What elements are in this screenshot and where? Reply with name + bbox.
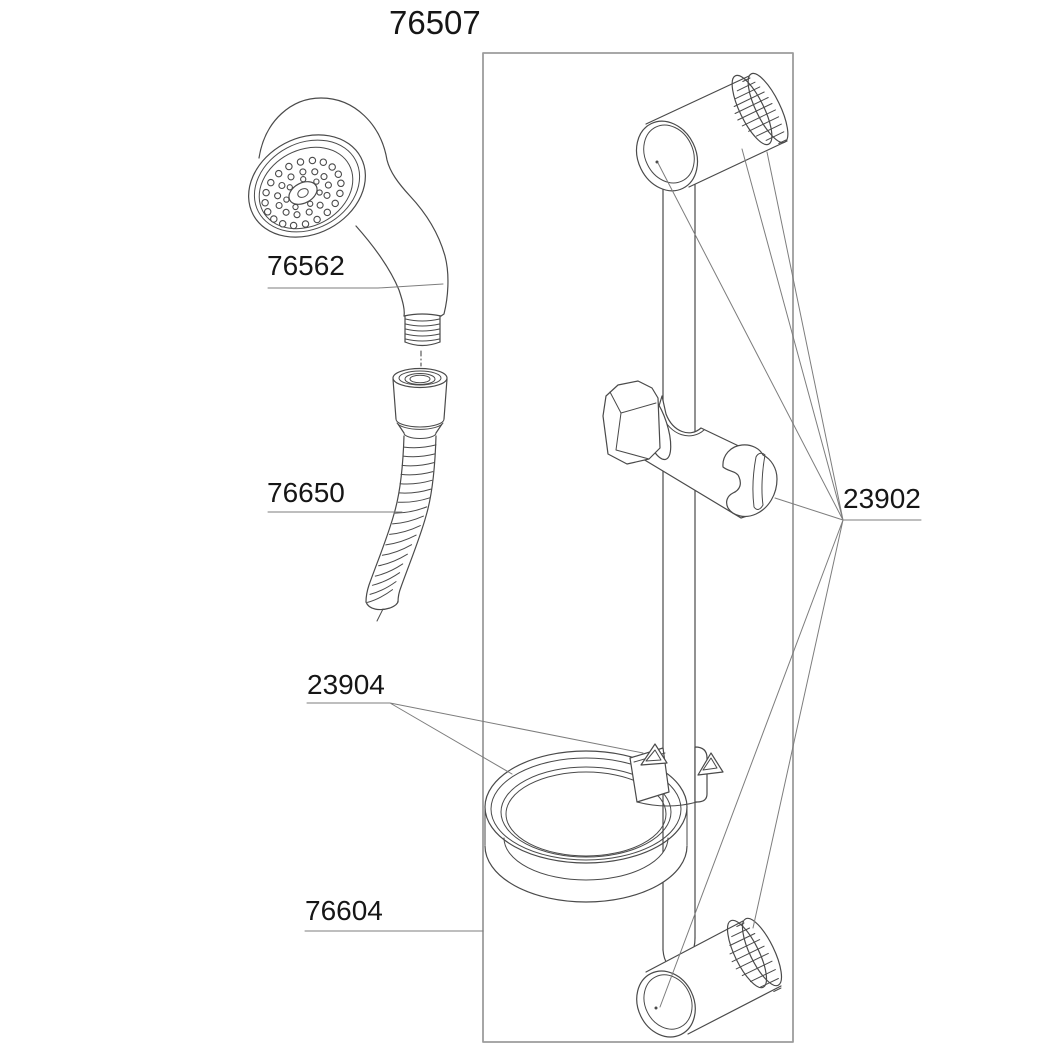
part-label-hand-shower: 76562 xyxy=(267,250,345,281)
part-label-hose: 76650 xyxy=(267,477,345,508)
slider-holder xyxy=(602,380,778,519)
spray-nozzles xyxy=(261,156,345,230)
part-label-title: 76507 xyxy=(389,4,481,41)
part-label-bracket-set: 23902 xyxy=(843,483,921,514)
assembly-frame-box xyxy=(482,52,794,1043)
soap-dish-ring xyxy=(484,750,688,903)
ring-clamp xyxy=(629,743,724,807)
part-label-holder-ring: 23904 xyxy=(307,669,385,700)
leader-23904 xyxy=(306,702,644,775)
part-label-slide-bar: 76604 xyxy=(305,895,383,926)
shower-hose xyxy=(365,435,437,622)
leader-23902 xyxy=(657,148,922,1008)
leader-76562 xyxy=(267,283,444,289)
hose-coupling-nut xyxy=(392,367,448,439)
wall-bracket-top xyxy=(635,72,789,192)
leader-lines xyxy=(267,148,922,1008)
hand-shower-head xyxy=(248,97,449,347)
outlet-threads xyxy=(405,318,440,342)
wall-bracket-bottom xyxy=(636,917,783,1038)
